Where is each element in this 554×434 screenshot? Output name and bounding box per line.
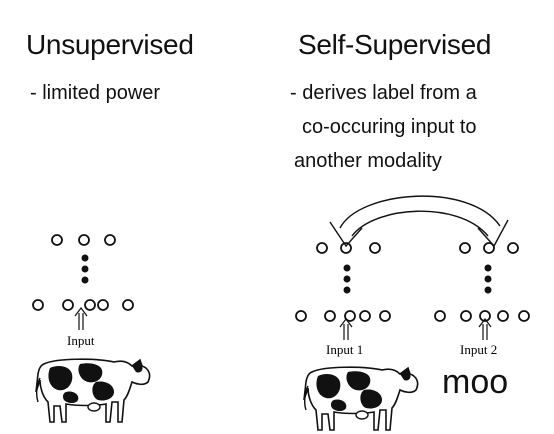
- unsupervised-bullet: - limited power: [30, 82, 161, 104]
- input-unit: [97, 299, 109, 311]
- cow-icon: [303, 366, 419, 431]
- swap-arrow-icon: [329, 195, 509, 248]
- input-unit: [518, 310, 530, 322]
- input-unit: [62, 299, 74, 311]
- hidden-unit: [507, 242, 519, 254]
- ellipsis-dot: [81, 276, 89, 284]
- input-2-label: Input 2: [460, 342, 497, 357]
- input-unit: [460, 310, 472, 322]
- self-supervised-bullet-line-2: co-occuring input to: [302, 116, 477, 138]
- cow-icon: [35, 358, 151, 423]
- ellipsis-dot: [81, 254, 89, 262]
- input-unit: [324, 310, 336, 322]
- ellipsis-dot: [484, 286, 492, 294]
- modality-1-network: Input 1: [295, 242, 391, 357]
- up-arrow-icon: [74, 307, 88, 330]
- input-unit: [122, 299, 134, 311]
- input-unit: [84, 299, 96, 311]
- hidden-unit: [51, 234, 63, 246]
- hidden-unit: [459, 242, 471, 254]
- ellipsis-dot: [343, 264, 351, 272]
- ellipsis-dot: [81, 265, 89, 273]
- input-unit: [479, 310, 491, 322]
- moo-sound-label: moo: [442, 363, 509, 401]
- unsupervised-network: Input: [32, 234, 134, 348]
- input-unit: [379, 310, 391, 322]
- hidden-unit: [369, 242, 381, 254]
- input-unit: [359, 310, 371, 322]
- input-unit: [497, 310, 509, 322]
- input-unit: [434, 310, 446, 322]
- self-supervised-bullet-line-3: another modality: [294, 150, 442, 172]
- hidden-unit: [78, 234, 90, 246]
- hidden-unit: [316, 242, 328, 254]
- self-supervised-heading: Self-Supervised: [298, 29, 492, 60]
- ellipsis-dot: [343, 275, 351, 283]
- hidden-unit: [483, 242, 495, 254]
- input-unit: [32, 299, 44, 311]
- unsupervised-heading: Unsupervised: [26, 29, 194, 60]
- input-label: Input: [67, 333, 95, 348]
- ellipsis-dot: [484, 264, 492, 272]
- up-arrow-icon: [339, 318, 353, 340]
- modality-2-network: Input 2: [434, 242, 530, 357]
- ellipsis-dot: [484, 275, 492, 283]
- hidden-unit: [104, 234, 116, 246]
- self-supervised-bullet-line-1: - derives label from a: [290, 82, 477, 104]
- input-unit: [344, 310, 356, 322]
- input-unit: [295, 310, 307, 322]
- hidden-unit: [340, 242, 352, 254]
- input-1-label: Input 1: [326, 342, 363, 357]
- ellipsis-dot: [343, 286, 351, 294]
- up-arrow-icon: [478, 318, 492, 340]
